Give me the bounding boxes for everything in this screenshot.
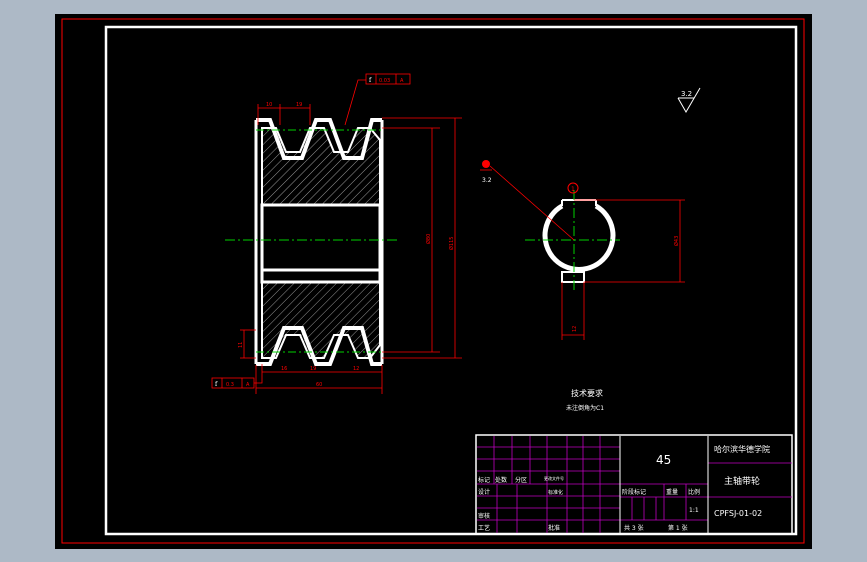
- tech-req-note: 未注倒角为C1: [566, 404, 604, 412]
- gdt-frame-bottom: f 0.3 A: [211, 377, 255, 389]
- outer-frame: [61, 18, 805, 544]
- tb-part-name: 主轴带轮: [724, 475, 760, 487]
- tb-scale: 1:1: [689, 507, 699, 514]
- dim-bore-dia: Ø80: [425, 234, 432, 244]
- title-block: 45 哈尔滨华德学院 主轴带轮 CPFSJ-01-02 1:1 标记 处数 分区…: [475, 434, 793, 535]
- section-marker-icon: [482, 160, 490, 168]
- upper-rim-hatch: [261, 127, 381, 206]
- svg-text:A: A: [246, 382, 250, 388]
- svg-text:审核: 审核: [478, 512, 490, 520]
- svg-text:1: 1: [571, 186, 575, 193]
- dim-keyway-height: Ø43: [673, 236, 680, 246]
- svg-text:标记: 标记: [478, 476, 490, 484]
- svg-text:比例: 比例: [688, 488, 700, 496]
- lower-groove-outline: [256, 326, 382, 366]
- hub-end-view: 1 Ø43 12 3.2: [480, 160, 685, 340]
- svg-text:共 3 张: 共 3 张: [624, 524, 644, 532]
- svg-text:设计: 设计: [478, 488, 490, 496]
- svg-text:工艺: 工艺: [478, 524, 490, 532]
- svg-text:分区: 分区: [515, 476, 527, 484]
- svg-text:标准化: 标准化: [548, 489, 563, 496]
- svg-text:批准: 批准: [548, 524, 560, 532]
- dim-keyway-width: 12: [572, 326, 578, 332]
- tb-school: 哈尔滨华德学院: [714, 444, 770, 454]
- tb-drawing-no: CPFSJ-01-02: [714, 509, 762, 518]
- svg-text:3.2: 3.2: [482, 177, 492, 184]
- tech-req-title: 技术要求: [571, 388, 603, 398]
- roughness-symbol-icon: 3.2: [677, 87, 701, 113]
- paper-background: [55, 14, 812, 549]
- svg-text:重量: 重量: [666, 488, 678, 496]
- dim-groove-pitch-bottom: 19: [310, 366, 316, 372]
- upper-groove-outline: [256, 118, 382, 160]
- svg-text:更改文件号: 更改文件号: [544, 475, 564, 481]
- hub-ring: [542, 203, 616, 272]
- dim-groove-depth: 11: [238, 342, 244, 348]
- svg-text:0.3: 0.3: [226, 382, 234, 388]
- svg-text:A: A: [400, 78, 404, 84]
- pulley-section-view: 10 19 Ø80 Ø115 11 16 19 12 60 f 0.03 A f…: [211, 73, 462, 394]
- svg-text:0.03: 0.03: [379, 78, 390, 84]
- svg-text:f: f: [369, 77, 372, 84]
- svg-text:第 1 张: 第 1 张: [668, 524, 688, 532]
- svg-text:阶段标记: 阶段标记: [622, 488, 646, 496]
- gdt-frame-top: f 0.03 A: [365, 73, 411, 85]
- dim-edge-offset: 12: [353, 366, 359, 372]
- bore-outline: [260, 203, 382, 284]
- svg-text:处数: 处数: [495, 476, 507, 484]
- svg-text:f: f: [215, 381, 218, 388]
- svg-text:3.2: 3.2: [681, 90, 692, 98]
- dim-total-width: 60: [316, 382, 322, 388]
- dim-groove-width: 10: [266, 102, 272, 108]
- lower-rim-hatch: [261, 281, 381, 359]
- dim-outer-dia: Ø115: [448, 237, 455, 250]
- part-balloon: [567, 182, 579, 194]
- drawing-border: [104, 25, 798, 536]
- dim-rim-width: 16: [281, 366, 287, 372]
- tb-material: 45: [656, 453, 671, 467]
- dim-groove-pitch: 19: [296, 102, 302, 108]
